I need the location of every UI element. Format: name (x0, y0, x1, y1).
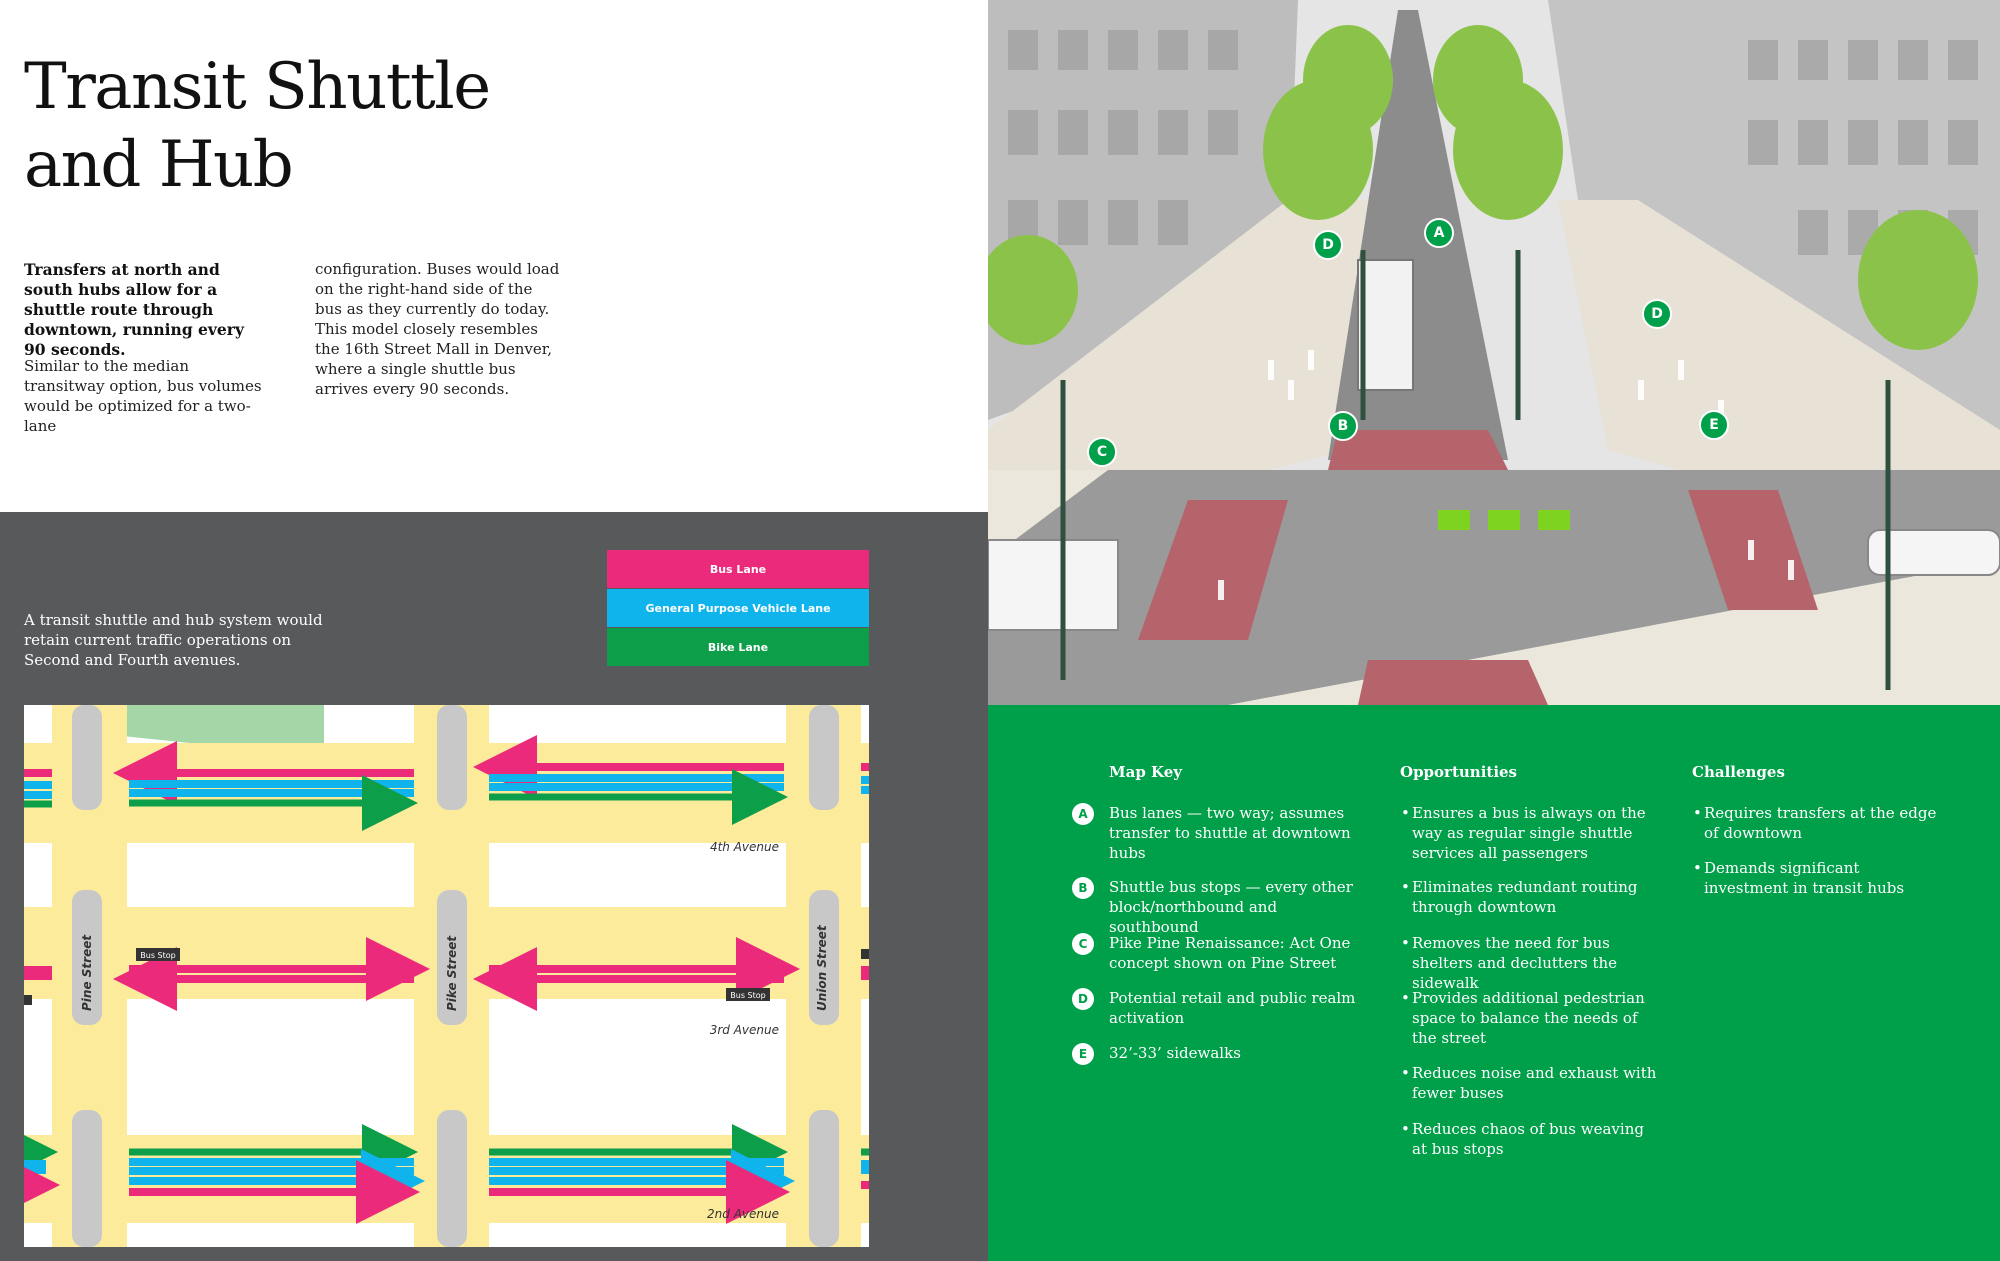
legend-general-purpose-lane: General Purpose Vehicle Lane (607, 589, 869, 627)
opportunities-heading: Opportunities (1400, 763, 1518, 781)
legend-bus-lane: Bus Lane (607, 550, 869, 588)
map-key-letter-b: B (1072, 877, 1094, 899)
bus-stop-tag (136, 948, 180, 961)
4th-avenue-lanes (24, 735, 869, 831)
map-key-item-c: Pike Pine Renaissance: Act One concept s… (1109, 934, 1351, 972)
opportunity-item: Removes the need for bus shelters and de… (1401, 933, 1662, 993)
3rd-avenue-lanes (24, 937, 869, 1011)
street-label-pike: Pike Street (445, 935, 459, 1011)
body-paragraph-continued: configuration. Buses would load on the r… (315, 260, 560, 398)
shuttle-bus (1357, 259, 1414, 391)
avenue-label-3rd: 3rd Avenue (710, 1023, 779, 1037)
street-label-pine: Pine Street (80, 934, 94, 1011)
opportunity-item: Reduces noise and exhaust with fewer bus… (1401, 1063, 1662, 1103)
illustration-marker-c: C (1087, 437, 1117, 467)
bus-stop-tag (726, 988, 770, 1001)
right-building (1548, 0, 2000, 470)
map-key-letter-a: A (1072, 803, 1094, 825)
avenue-label-4th: 4th Avenue (710, 840, 779, 854)
illustration-marker-a: A (1424, 218, 1454, 248)
map-key-heading: Map Key (1109, 763, 1183, 781)
challenge-item: Demands significant investment in transi… (1693, 858, 1944, 898)
map-key-item-d: Potential retail and public realm activa… (1109, 989, 1356, 1027)
challenges-heading: Challenges (1692, 763, 1785, 781)
opportunity-item: Provides additional pedestrian space to … (1401, 988, 1662, 1048)
legend-bike-lane: Bike Lane (607, 628, 869, 666)
map-key-letter-c: C (1072, 933, 1094, 955)
intro-paragraph: Similar to the median transitway option,… (24, 357, 262, 435)
title-line-2: and Hub (24, 128, 294, 202)
illustration-marker-b: B (1328, 411, 1358, 441)
page-title: Transit Shuttle and Hub (24, 48, 724, 204)
illustration-marker-d-left: D (1313, 230, 1343, 260)
challenge-item: Requires transfers at the edge of downto… (1693, 803, 1944, 843)
bus-stop-label: Bus Stop (730, 991, 765, 1000)
title-line-1: Transit Shuttle (24, 50, 491, 124)
street-trees (988, 25, 1978, 350)
crosswalk (1328, 430, 1508, 470)
map-panel-caption: A transit shuttle and hub system would r… (24, 611, 323, 669)
2nd-avenue-lanes (24, 1124, 869, 1224)
map-key-item-a: Bus lanes — two way; assumes transfer to… (1109, 804, 1351, 862)
map-key-item-e: 32’-33’ sidewalks (1109, 1044, 1241, 1062)
bus-stop-label: Bus Stop (140, 951, 175, 960)
opportunity-item: Ensures a bus is always on the way as re… (1401, 803, 1662, 863)
crosswalk (1138, 500, 1288, 640)
opportunity-item: Reduces chaos of bus weaving at bus stop… (1401, 1119, 1662, 1159)
illustration-marker-e: E (1699, 410, 1729, 440)
crosswalk (1358, 660, 1548, 705)
illustration-marker-d-right: D (1642, 299, 1672, 329)
avenue-label-2nd: 2nd Avenue (707, 1207, 779, 1221)
map-key-letter-d: D (1072, 988, 1094, 1010)
street-illustration: A B C D D E (988, 0, 2000, 705)
street-map: Bus Stop Bus Stop 4th Avenue 3rd Avenue … (24, 705, 869, 1247)
lead-paragraph: Transfers at north and south hubs allow … (24, 260, 244, 359)
map-key-item-b: Shuttle bus stops — every other block/no… (1109, 878, 1353, 936)
street-label-union: Union Street (815, 924, 829, 1011)
opportunity-item: Eliminates redundant routing through dow… (1401, 877, 1662, 917)
street-map-graphic: Bus Stop Bus Stop 4th Avenue 3rd Avenue … (24, 705, 869, 1247)
box-truck (988, 539, 1119, 631)
map-key-letter-e: E (1072, 1043, 1094, 1065)
illustration-graphic (988, 0, 2000, 705)
parked-car (1867, 529, 2000, 576)
